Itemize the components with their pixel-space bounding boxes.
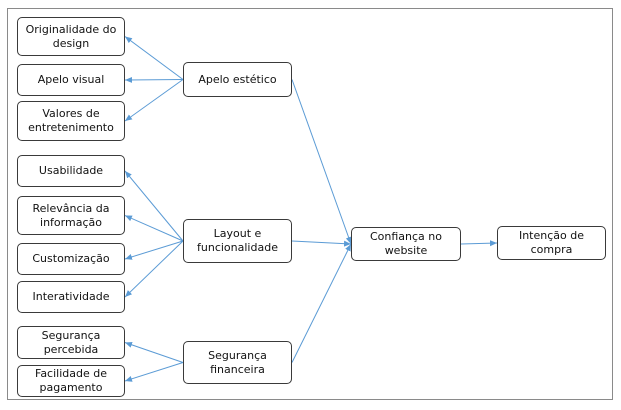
- node-seguranca-financeira: Segurança financeira: [183, 341, 292, 384]
- node-originalidade: Originalidade do design: [17, 17, 125, 56]
- node-confianca: Confiança no website: [351, 227, 461, 261]
- node-interatividade: Interatividade: [17, 281, 125, 313]
- edge-seguranca_financeira-to-facilidade: [124, 362, 184, 382]
- node-valores: Valores de entretenimento: [17, 101, 125, 141]
- edge-layout-to-usabilidade: [124, 170, 184, 242]
- edge-apelo_estetico-to-valores: [124, 79, 184, 122]
- edge-layout-to-confianca: [291, 240, 352, 247]
- node-layout: Layout e funcionalidade: [183, 219, 292, 263]
- edge-apelo_estetico-to-originalidade: [124, 36, 184, 80]
- node-seguranca-percebida: Segurança percebida: [17, 326, 125, 359]
- node-relevancia: Relevância da informação: [17, 196, 125, 235]
- edge-seguranca_financeira-to-confianca: [291, 243, 352, 363]
- edge-layout-to-customizacao: [124, 240, 184, 260]
- node-customizacao: Customização: [17, 243, 125, 275]
- node-intencao: Intenção de compra: [497, 226, 606, 260]
- edge-apelo_estetico-to-apelo_visual: [124, 76, 184, 83]
- diagram-frame: [7, 8, 613, 400]
- node-apelo-estetico: Apelo estético: [183, 62, 292, 97]
- node-facilidade: Facilidade de pagamento: [17, 365, 125, 397]
- node-usabilidade: Usabilidade: [17, 155, 125, 187]
- edge-layout-to-interatividade: [124, 240, 184, 298]
- edge-seguranca_financeira-to-seguranca_percebida: [124, 341, 184, 363]
- edge-apelo_estetico-to-confianca: [291, 79, 352, 245]
- node-apelo-visual: Apelo visual: [17, 64, 125, 96]
- edge-confianca-to-intencao: [460, 240, 498, 247]
- edge-layout-to-relevancia: [124, 215, 184, 242]
